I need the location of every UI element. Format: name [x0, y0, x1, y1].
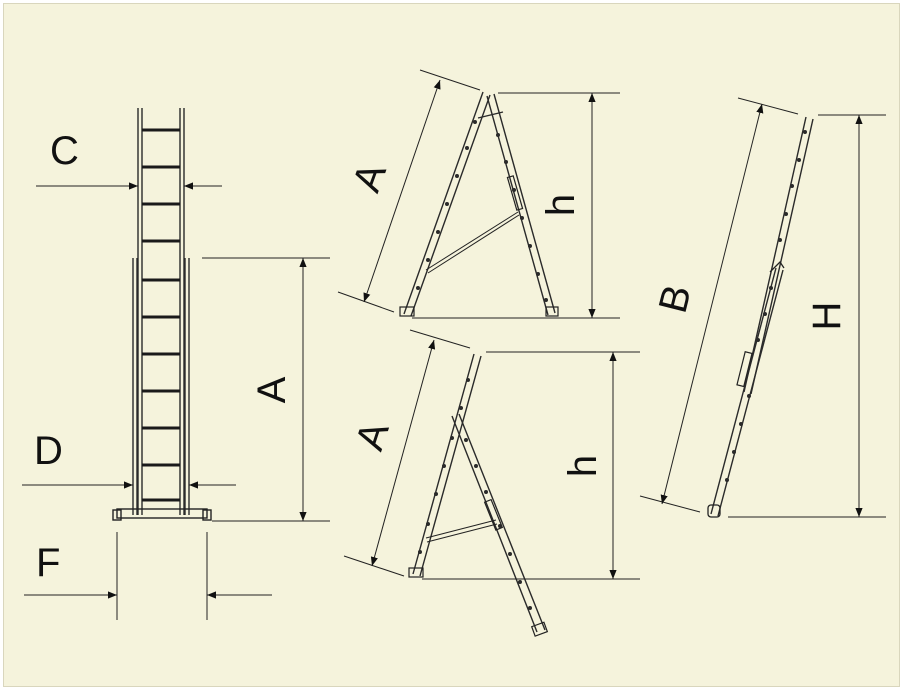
- stepladder-bottom-view: [408, 353, 549, 637]
- dimension-h-bottom: h: [422, 351, 640, 580]
- label-d: D: [34, 429, 63, 473]
- dimension-d: D: [22, 429, 236, 489]
- dimension-a-front: A: [202, 257, 330, 522]
- dimension-a-bottom: A: [343, 329, 471, 577]
- dimension-h-top: h: [412, 92, 620, 319]
- stepladder-top-view: [399, 91, 559, 317]
- label-h-extended: H: [805, 302, 849, 331]
- front-view-rungs: [142, 128, 180, 502]
- label-h-top: h: [539, 194, 583, 216]
- front-view-ladder: [112, 108, 212, 521]
- label-a-bottom: A: [348, 416, 398, 455]
- dimension-a-top: A: [337, 69, 481, 313]
- dimension-c: C: [36, 129, 222, 190]
- label-h-bottom: h: [561, 455, 605, 477]
- extended-ladder-side-view: [707, 116, 814, 518]
- dimension-f: F: [24, 532, 272, 620]
- label-f: F: [36, 541, 60, 585]
- label-c: C: [50, 129, 79, 173]
- label-a-front: A: [250, 376, 294, 403]
- label-b: B: [651, 281, 700, 318]
- dimension-h-extended: H: [728, 114, 886, 518]
- label-a-top: A: [345, 157, 396, 197]
